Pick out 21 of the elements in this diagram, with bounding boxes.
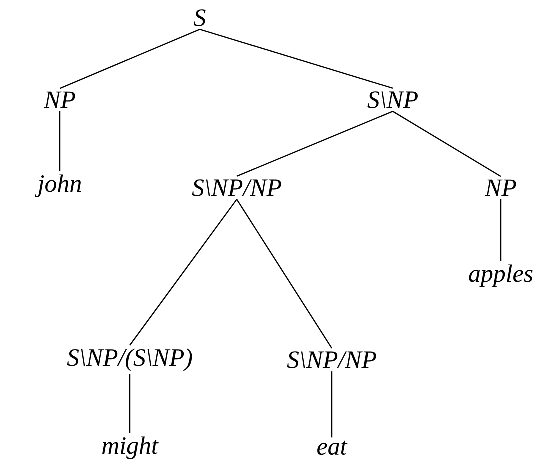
tree-branch [129,374,131,434]
tree-branch [236,111,394,177]
tree-label: apples [469,264,533,288]
tree-label: S [194,10,206,26]
tree-branch [130,199,238,346]
tree-label: NP [44,92,76,108]
tree-branch [200,28,394,89]
tree-label: S\NP/NP [192,180,282,196]
tree-label: S\NP/NP [287,352,376,368]
tree-branch [60,29,200,90]
tree-label: S\NP [368,92,418,108]
tree-branch [331,372,333,438]
tree-branch [236,199,333,349]
tree-label: S\NP/(S\NP) [67,348,192,372]
tree-label: NP [484,180,516,196]
tree-label: eat [318,440,348,456]
tree-label: might [102,436,159,460]
tree-branch [59,111,61,172]
tree-branch [392,111,502,178]
tree-branch [500,199,502,262]
tree-label: john [35,174,82,198]
